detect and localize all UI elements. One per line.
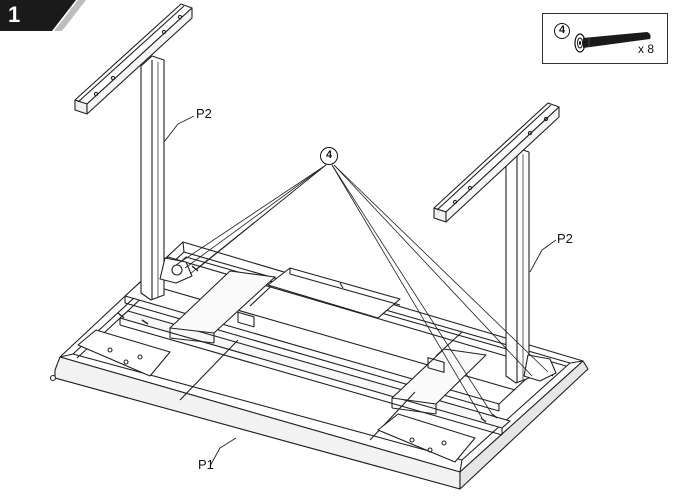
leg-left-p2 [74,3,193,301]
leg-right-p2 [433,102,560,384]
screw-icon [574,32,651,53]
callout-leader-lines [175,164,549,419]
hardware-box: 4 x 8 [542,13,668,64]
part-label-frame: P1 [198,457,214,472]
part-label-leg-left: P2 [196,106,212,121]
hardware-quantity: x 8 [638,42,655,56]
step-badge [0,0,86,31]
part-label-leg-right: P2 [557,231,573,246]
hardware-callout: 4 [554,23,570,39]
screw-callout: 4 [320,147,338,165]
part-label-leaders [163,115,557,467]
step-number: 1 [8,2,21,27]
